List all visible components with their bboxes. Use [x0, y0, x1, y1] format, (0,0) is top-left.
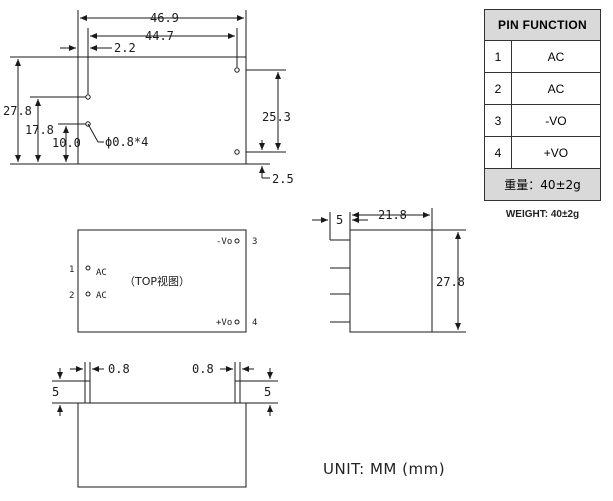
unit-label: UNIT: MM (mm)	[323, 460, 446, 478]
dim-front-pin-len-right: 5	[264, 385, 271, 399]
table-row: 4 +VO	[484, 136, 602, 169]
pin-number: 3	[484, 104, 512, 137]
pin-number: 1	[484, 40, 512, 73]
front-view-outline	[77, 402, 247, 488]
bottom-view-title: （TOP视图）	[124, 274, 190, 288]
dim-side-height: 27.8	[436, 275, 465, 289]
pin-hole-ac1	[85, 94, 91, 100]
dim-out-pin-span: 25.3	[262, 110, 291, 124]
table-row: 2 AC	[484, 72, 602, 105]
dim-ac-pin-y: 17.8	[25, 123, 54, 137]
weight-cn: 重量：40±2g	[484, 168, 601, 201]
weight-en: WEIGHT: 40±2g	[505, 209, 580, 220]
pin-number: 4	[484, 136, 512, 169]
bottom-view-outline	[77, 229, 247, 333]
dim-height: 27.8	[3, 104, 32, 118]
dim-side-pin-length: 5	[336, 213, 343, 227]
pin-function: +VO	[510, 136, 602, 169]
dim-pin-diameter: ϕ0.8*4	[105, 135, 148, 149]
pin4-label: +Vo	[216, 318, 232, 328]
pin3-number: 3	[252, 237, 257, 247]
pin-function: AC	[510, 40, 602, 73]
dim-side-depth: 21.8	[378, 208, 407, 222]
pin1-label: AC	[96, 268, 107, 278]
weight-row: 重量：40±2g	[484, 168, 601, 201]
pin2-label: AC	[96, 291, 107, 301]
front-pin-right	[234, 380, 241, 404]
bottom-pin-4	[234, 319, 240, 325]
top-view-outline	[77, 56, 247, 165]
dim-pin-span: 44.7	[145, 29, 174, 43]
pin-number: 2	[484, 72, 512, 105]
pin4-number: 4	[252, 318, 257, 328]
bottom-pin-1	[85, 265, 91, 271]
pin-hole-out2	[234, 149, 240, 155]
dim-front-pin-width-right: 0.8	[192, 362, 214, 376]
dim-pin-offset: 2.2	[114, 41, 136, 55]
front-pin-left	[84, 380, 91, 404]
pin2-number: 2	[69, 291, 74, 301]
pin-function-table: PIN FUNCTION 1 AC 2 AC 3 -VO 4 +VO 重量：40…	[484, 9, 602, 201]
dim-ac2-pin-y: 10.0	[52, 136, 81, 150]
dim-front-pin-len-left: 5	[52, 385, 59, 399]
bottom-pin-2	[85, 291, 91, 297]
pin-table-header: PIN FUNCTION	[484, 9, 601, 41]
dim-front-pin-width-left: 0.8	[108, 362, 130, 376]
pin3-label: -Vo	[216, 237, 232, 247]
dim-overall-width: 46.9	[150, 11, 179, 25]
bottom-pin-3	[234, 238, 240, 244]
table-row: 1 AC	[484, 40, 602, 73]
pin-hole-out1	[234, 67, 240, 73]
pin-function: -VO	[510, 104, 602, 137]
pin1-number: 1	[69, 265, 74, 275]
table-row: 3 -VO	[484, 104, 602, 137]
dim-out-pin-offset: 2.5	[272, 172, 294, 186]
pin-function: AC	[510, 72, 602, 105]
side-view-outline	[349, 229, 433, 333]
